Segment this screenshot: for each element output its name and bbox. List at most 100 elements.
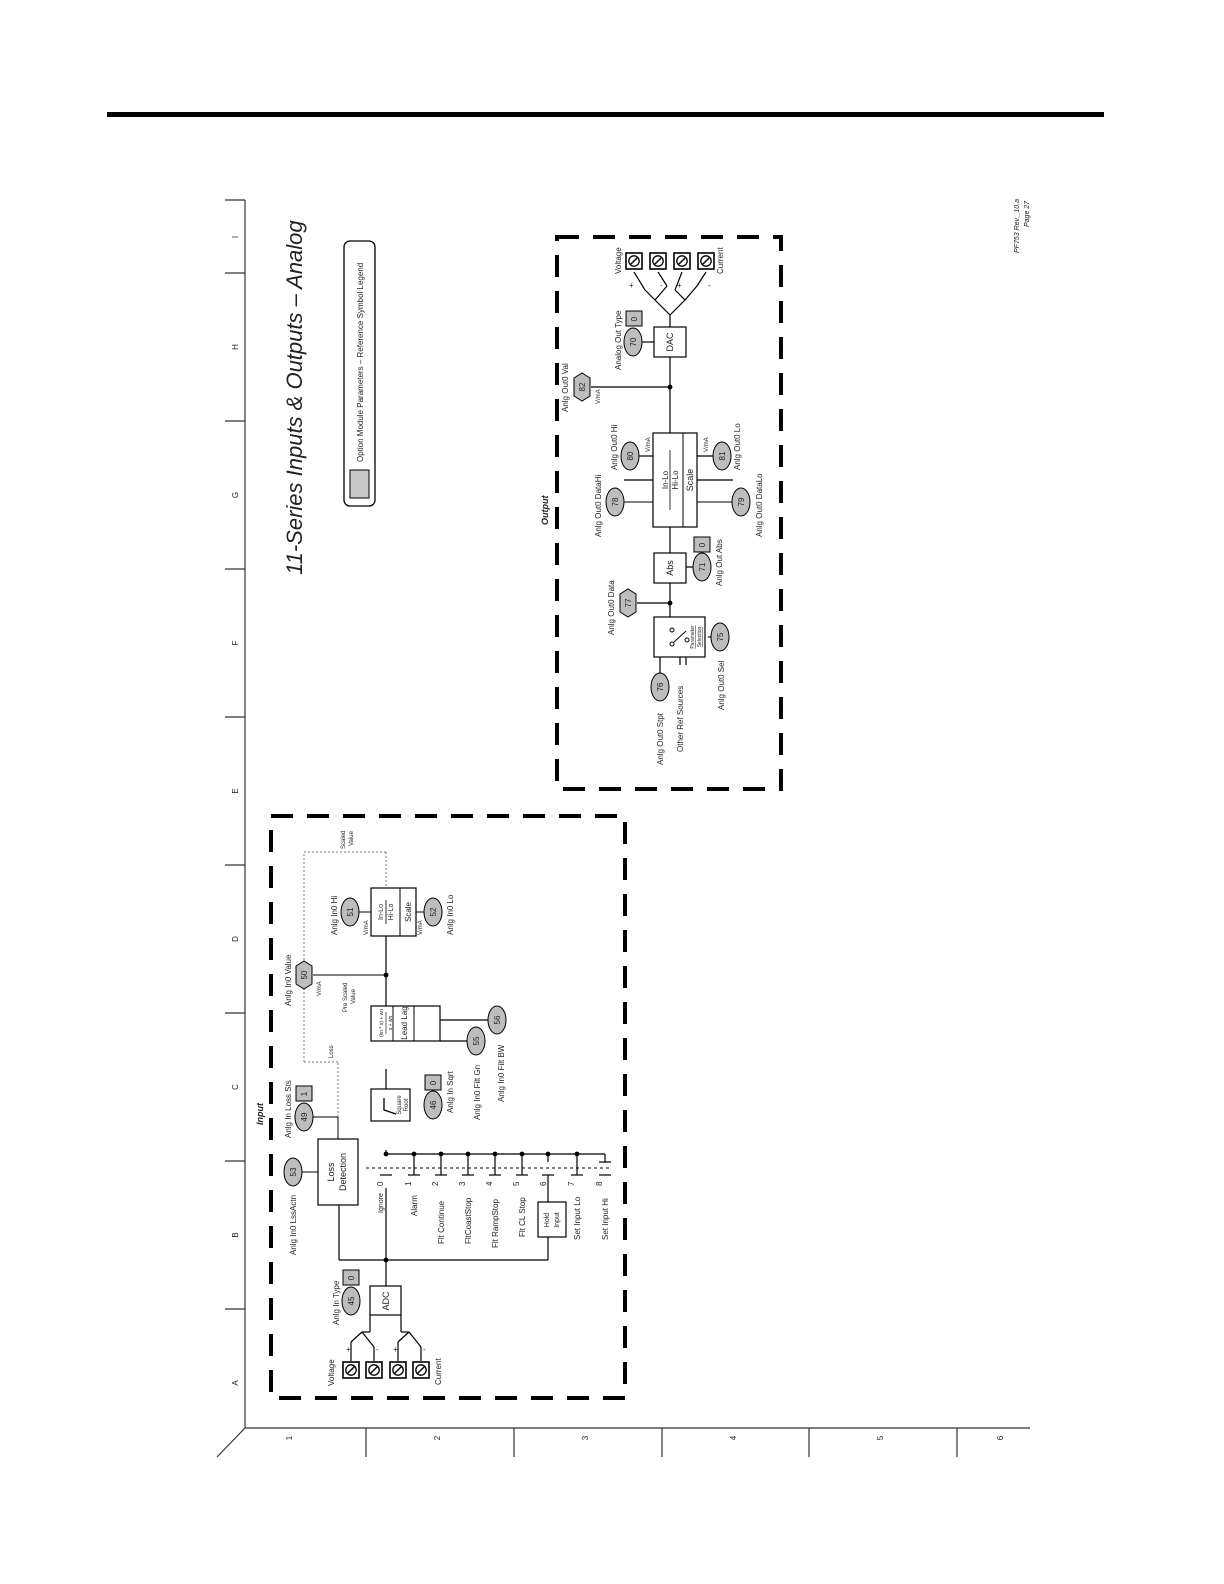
param-52-unit: V/mA <box>418 920 424 935</box>
hold-input-block <box>537 1201 567 1238</box>
header-rule <box>107 112 1104 117</box>
param-70-number: 70 <box>629 337 638 346</box>
param-71-number: 71 <box>698 562 707 571</box>
out-abs-label: Anlg Out Abs <box>715 539 724 586</box>
input-scale-block <box>370 887 417 937</box>
filt-gn-label: Anlg In0 Filt Gn <box>473 1065 482 1120</box>
input-voltage-plus-terminal <box>342 1361 360 1379</box>
selector-contacts <box>380 1161 611 1176</box>
output-voltage-plus-sign: + <box>629 281 634 290</box>
output-scale-label: Scale <box>685 469 695 492</box>
loss-tag: Loss <box>329 1045 335 1058</box>
scaled-tag-1: Scaled <box>341 831 347 849</box>
grid-column-labels: A B C D E F G H I <box>231 236 240 1386</box>
abs-block <box>653 552 687 584</box>
sqrt-label-2: Root <box>404 1098 410 1111</box>
analog-out-type-label: Analog Out Type <box>614 310 623 370</box>
out0-datahi-label: Anlg Out0 DataHi <box>594 475 603 537</box>
input-scale-label: Scale <box>404 901 413 922</box>
output-scale-block <box>652 432 698 528</box>
row-label-6: 6 <box>996 1435 1005 1440</box>
loss-dotted-path <box>303 851 387 1117</box>
hold-input-label-1: Hold <box>544 1213 551 1228</box>
param-51-number: 51 <box>346 907 355 916</box>
loss-action-options: 0 Ignore 1 Alarm 2 Flt Continue 3 FltCoa… <box>376 1181 610 1248</box>
option-6-number: 6 <box>539 1181 548 1186</box>
col-label-e: E <box>231 788 240 793</box>
output-voltage-minus-sign: - <box>660 281 663 290</box>
sqrt-label-1: Square <box>397 1095 403 1115</box>
row-label-5: 5 <box>876 1435 885 1440</box>
loss-detection-label-2: Detection <box>338 1153 348 1191</box>
square-root-icon <box>383 1098 397 1115</box>
input-current-label: Current <box>434 1358 443 1385</box>
input-scale-inlo: In-Lo <box>378 904 385 920</box>
anlg-in0-value-label: Anlg In0 Value <box>284 954 293 1006</box>
grid-row-labels: 1 2 3 4 5 6 <box>285 1435 1005 1440</box>
param-45-number: 45 <box>347 1296 356 1305</box>
footer-ref: PF753 Rev._10.a Page 27 <box>1014 199 1031 253</box>
param-sel-label-2: Selection <box>697 627 703 648</box>
option-8-label: Set Input Hi <box>601 1198 610 1240</box>
lssactn-label: Anlg In0 LssActn <box>289 1195 298 1255</box>
col-label-b: B <box>231 1232 240 1237</box>
param-77-hex <box>619 588 637 618</box>
footer-page: Page 27 <box>1024 200 1031 227</box>
input-voltage-label: Voltage <box>327 1359 336 1386</box>
param-56-badge <box>487 1005 507 1035</box>
param-75-number: 75 <box>716 632 725 641</box>
output-scale-inlo: In-Lo <box>661 470 670 489</box>
param-50-hex <box>295 960 313 990</box>
param-71-value: 0 <box>698 542 707 547</box>
param-78-number: 78 <box>611 497 620 506</box>
output-voltage-plus-terminal <box>625 252 643 270</box>
option-0-label: Ignore <box>378 1193 385 1213</box>
row-label-3: 3 <box>581 1435 590 1440</box>
param-56-number: 56 <box>493 1015 502 1024</box>
param-75-badge <box>710 622 730 652</box>
hold-input-label-2: Input <box>554 1212 561 1228</box>
param-71-value-box <box>693 536 711 553</box>
param-46-value-box <box>424 1074 442 1091</box>
param-sel-label-1: Parameter <box>690 625 696 649</box>
param-49-value-box <box>295 1085 313 1102</box>
loss-detection-label-1: Loss <box>326 1162 336 1182</box>
out0-val-label: Anlg Out0 Val <box>561 363 570 412</box>
option-0-number: 0 <box>376 1181 385 1186</box>
row-label-4: 4 <box>729 1435 738 1440</box>
option-2-number: 2 <box>431 1181 440 1186</box>
input-scale-hilo: Hi-Lo <box>388 904 395 921</box>
param-49-value: 1 <box>300 1091 309 1096</box>
param-52-number: 52 <box>429 907 438 916</box>
option-7-number: 7 <box>567 1181 576 1186</box>
input-voltage-minus-terminal <box>365 1361 383 1379</box>
param-80-unit: V/mA <box>646 437 652 452</box>
param-79-number: 79 <box>737 497 746 506</box>
param-81-badge <box>712 441 732 471</box>
output-voltage-label: Voltage <box>614 247 623 274</box>
loss-sts-label: Anlg In Loss Sts <box>284 1080 293 1138</box>
option-4-number: 4 <box>485 1181 494 1186</box>
param-50-unit: V/mA <box>317 981 323 996</box>
legend-text: Option Module Parameters – Reference Sym… <box>356 263 365 462</box>
col-label-a: A <box>231 1380 240 1386</box>
param-82-hex <box>573 372 591 402</box>
param-70-value: 0 <box>630 316 639 321</box>
param-51-unit: V/mA <box>364 920 370 935</box>
anlg-in0-lo-label: Anlg In0 Lo <box>446 894 455 935</box>
out0-stpt-label: Anlg Out0 Stpt <box>656 712 665 765</box>
input-current-minus-sign: - <box>423 1345 426 1354</box>
output-section-label: Output <box>540 495 550 525</box>
input-junctions <box>383 972 580 1263</box>
param-45-badge <box>341 1286 361 1316</box>
adc-block <box>369 1285 402 1316</box>
param-45-value: 0 <box>347 1275 356 1280</box>
lead-lag-block <box>370 1005 441 1042</box>
symbol-legend: Option Module Parameters – Reference Sym… <box>343 240 376 507</box>
prescaled-tag-2: Value <box>351 988 357 1004</box>
output-current-plus-sign: + <box>677 281 682 290</box>
input-voltage-plus-sign: + <box>346 1345 351 1354</box>
param-46-number: 46 <box>429 1100 438 1109</box>
output-scale-hilo: Hi-Lo <box>671 470 680 490</box>
